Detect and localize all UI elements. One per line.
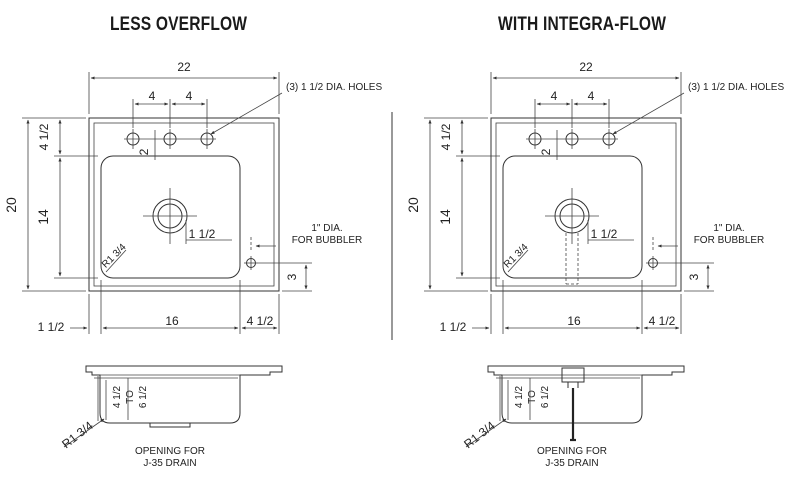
plan-view-integra-flow: 22 4 4 (3) 1 1/2 DIA. HOLES 2 20 4 1/2 1…	[405, 60, 784, 334]
dim-top-margin: 4 1/2	[37, 123, 51, 150]
dim-hole-spacing-b: 4	[186, 89, 193, 103]
bubbler-note-line2: FOR BUBBLER	[292, 235, 363, 246]
dim-bowl-height: 14	[35, 209, 51, 225]
faucet-holes	[526, 129, 618, 149]
sink-bowl	[502, 155, 643, 279]
faucet-holes	[124, 129, 216, 149]
dim-hole-spacing-a: 4	[551, 89, 558, 103]
dim-left-margin: 1 1/2	[440, 320, 467, 334]
panel-title-integra-flow: WITH INTEGRA-FLOW	[498, 14, 667, 35]
section-depth-line2: TO	[125, 390, 136, 404]
dim-left-margin: 1 1/2	[38, 320, 65, 334]
opening-note-line1: OPENING FOR	[537, 446, 607, 457]
dim-right-margin: 4 1/2	[247, 314, 274, 328]
dim-hole-spacing-a: 4	[149, 89, 156, 103]
dim-height: 20	[405, 197, 421, 213]
dim-drain-dia: 1 1/2	[189, 227, 216, 241]
dim-bubbler-offset: 3	[687, 273, 701, 280]
bubbler-note-line1: 1" DIA.	[311, 223, 342, 234]
dim-radius: R1 3/4	[100, 242, 129, 271]
dim-height: 20	[3, 197, 19, 213]
dim-width: 22	[177, 60, 191, 74]
section-view-integra-flow: 4 1/2 TO 6 1/2 R1 3/4 OPENING FOR J-35 D…	[461, 365, 685, 469]
section-depth-line1: 4 1/2	[514, 385, 525, 408]
holes-note: (3) 1 1/2 DIA. HOLES	[688, 82, 784, 93]
section-depth-line2: TO	[527, 390, 538, 404]
dim-hole-offset: 2	[137, 148, 151, 155]
dim-width: 22	[579, 60, 593, 74]
panel-title-less-overflow: LESS OVERFLOW	[110, 14, 248, 35]
bubbler-note-line1: 1" DIA.	[713, 223, 744, 234]
dim-hole-spacing-b: 4	[588, 89, 595, 103]
dim-bowl-height: 14	[437, 209, 453, 225]
sink-rim-inner	[93, 122, 275, 287]
dim-hole-offset: 2	[539, 148, 553, 155]
section-depth-line3: 6 1/2	[138, 385, 149, 408]
dim-bowl-width: 16	[567, 314, 581, 328]
dim-radius: R1 3/4	[502, 242, 531, 271]
drain-opening	[149, 423, 191, 428]
plan-view-less-overflow: 22 4 4 (3) 1 1/2 DIA. HOLES 2 20 4 1/2 1…	[3, 60, 382, 334]
dim-right-margin: 4 1/2	[649, 314, 676, 328]
opening-note-line2: J-35 DRAIN	[143, 458, 196, 469]
dim-top-margin: 4 1/2	[439, 123, 453, 150]
opening-note-line1: OPENING FOR	[135, 446, 205, 457]
dim-bowl-width: 16	[165, 314, 179, 328]
overflow-fitting	[561, 367, 585, 383]
integra-flow-channel	[565, 233, 579, 285]
holes-note: (3) 1 1/2 DIA. HOLES	[286, 82, 382, 93]
section-radius: R1 3/4	[59, 418, 96, 451]
section-view-less-overflow: 4 1/2 TO 6 1/2 R1 3/4 OPENING FOR J-35 D…	[59, 365, 283, 469]
sink-rim	[490, 117, 682, 292]
section-depth-line1: 4 1/2	[112, 385, 123, 408]
sink-rim	[88, 117, 280, 292]
opening-note-line2: J-35 DRAIN	[545, 458, 598, 469]
section-radius: R1 3/4	[461, 418, 498, 451]
dim-bubbler-offset: 3	[285, 273, 299, 280]
bubbler-note-line2: FOR BUBBLER	[694, 235, 765, 246]
sink-bowl	[100, 155, 241, 279]
section-depth-line3: 6 1/2	[540, 385, 551, 408]
sink-rim-inner	[495, 122, 677, 287]
dim-drain-dia: 1 1/2	[591, 227, 618, 241]
